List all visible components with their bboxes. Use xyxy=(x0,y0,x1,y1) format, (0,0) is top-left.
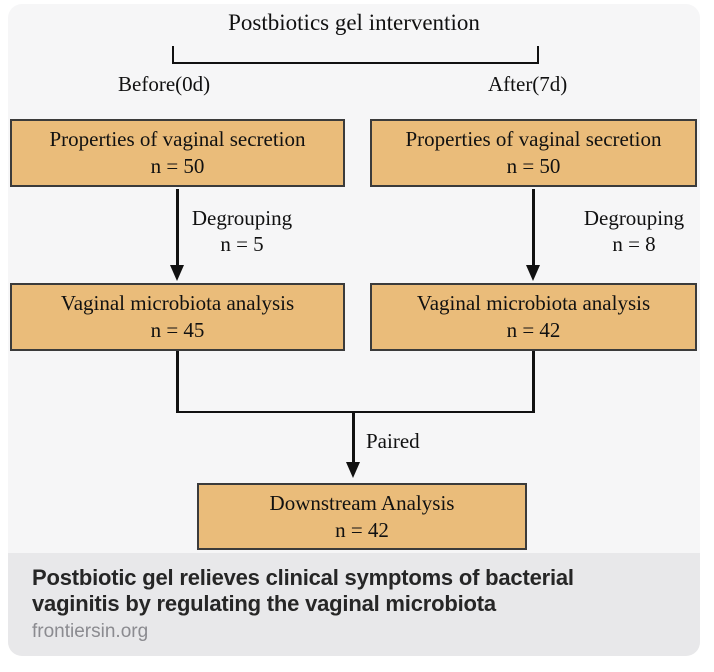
box-line: Downstream Analysis xyxy=(269,490,455,515)
edge-label-title: Degrouping xyxy=(191,206,293,230)
figure-card: Postbiotics gel intervention Before(0d) … xyxy=(8,4,700,656)
edge-label-title: Degrouping xyxy=(583,206,685,230)
box-count: n = 45 xyxy=(150,318,205,342)
article-headline: Postbiotic gel relieves clinical symptom… xyxy=(32,565,672,617)
merge-left-drop-line xyxy=(176,351,179,413)
edge-label-count: n = 5 xyxy=(220,232,264,256)
box-microbiota-before: Vaginal microbiota analysis n = 45 xyxy=(10,283,345,351)
box-count: n = 50 xyxy=(150,154,205,178)
headline-line2: vaginitis by regulating the vaginal micr… xyxy=(32,591,496,616)
branch-label-before: Before(0d) xyxy=(118,72,211,96)
box-count: n = 50 xyxy=(506,154,561,178)
box-line: Properties of vaginal secretion xyxy=(49,127,306,151)
box-count: n = 42 xyxy=(506,318,561,342)
box-line: Properties of vaginal secretion xyxy=(405,127,662,151)
headline-line1: Postbiotic gel relieves clinical symptom… xyxy=(32,565,574,590)
merge-horizontal-line xyxy=(176,410,535,413)
down-arrow-left-icon xyxy=(170,265,184,281)
edge-label-paired: Paired xyxy=(366,429,420,453)
edge-label-count: n = 8 xyxy=(612,232,656,256)
box-downstream-analysis: Downstream Analysis n = 42 xyxy=(197,483,527,550)
edge-label-degrouping-right: Degrouping n = 8 xyxy=(572,205,696,257)
down-arrow-right-icon xyxy=(526,265,540,281)
down-arrow-right-line xyxy=(532,189,535,267)
source-domain: frontiersin.org xyxy=(32,621,149,642)
down-arrow-left-line xyxy=(176,189,179,267)
box-line: Vaginal microbiota analysis xyxy=(60,291,295,315)
box-line: Vaginal microbiota analysis xyxy=(416,291,651,315)
down-arrow-paired-line xyxy=(352,413,355,465)
footer-band: Postbiotic gel relieves clinical symptom… xyxy=(8,553,700,656)
box-microbiota-after: Vaginal microbiota analysis n = 42 xyxy=(370,283,697,351)
split-bracket xyxy=(172,46,539,64)
down-arrow-paired-icon xyxy=(346,462,360,478)
branch-label-after: After(7d) xyxy=(488,72,568,96)
figure-title: Postbiotics gel intervention xyxy=(228,10,480,35)
edge-label-degrouping-left: Degrouping n = 5 xyxy=(183,205,301,257)
box-count: n = 42 xyxy=(335,517,389,542)
box-properties-before: Properties of vaginal secretion n = 50 xyxy=(10,119,345,187)
box-properties-after: Properties of vaginal secretion n = 50 xyxy=(370,119,697,187)
merge-right-drop-line xyxy=(532,351,535,413)
